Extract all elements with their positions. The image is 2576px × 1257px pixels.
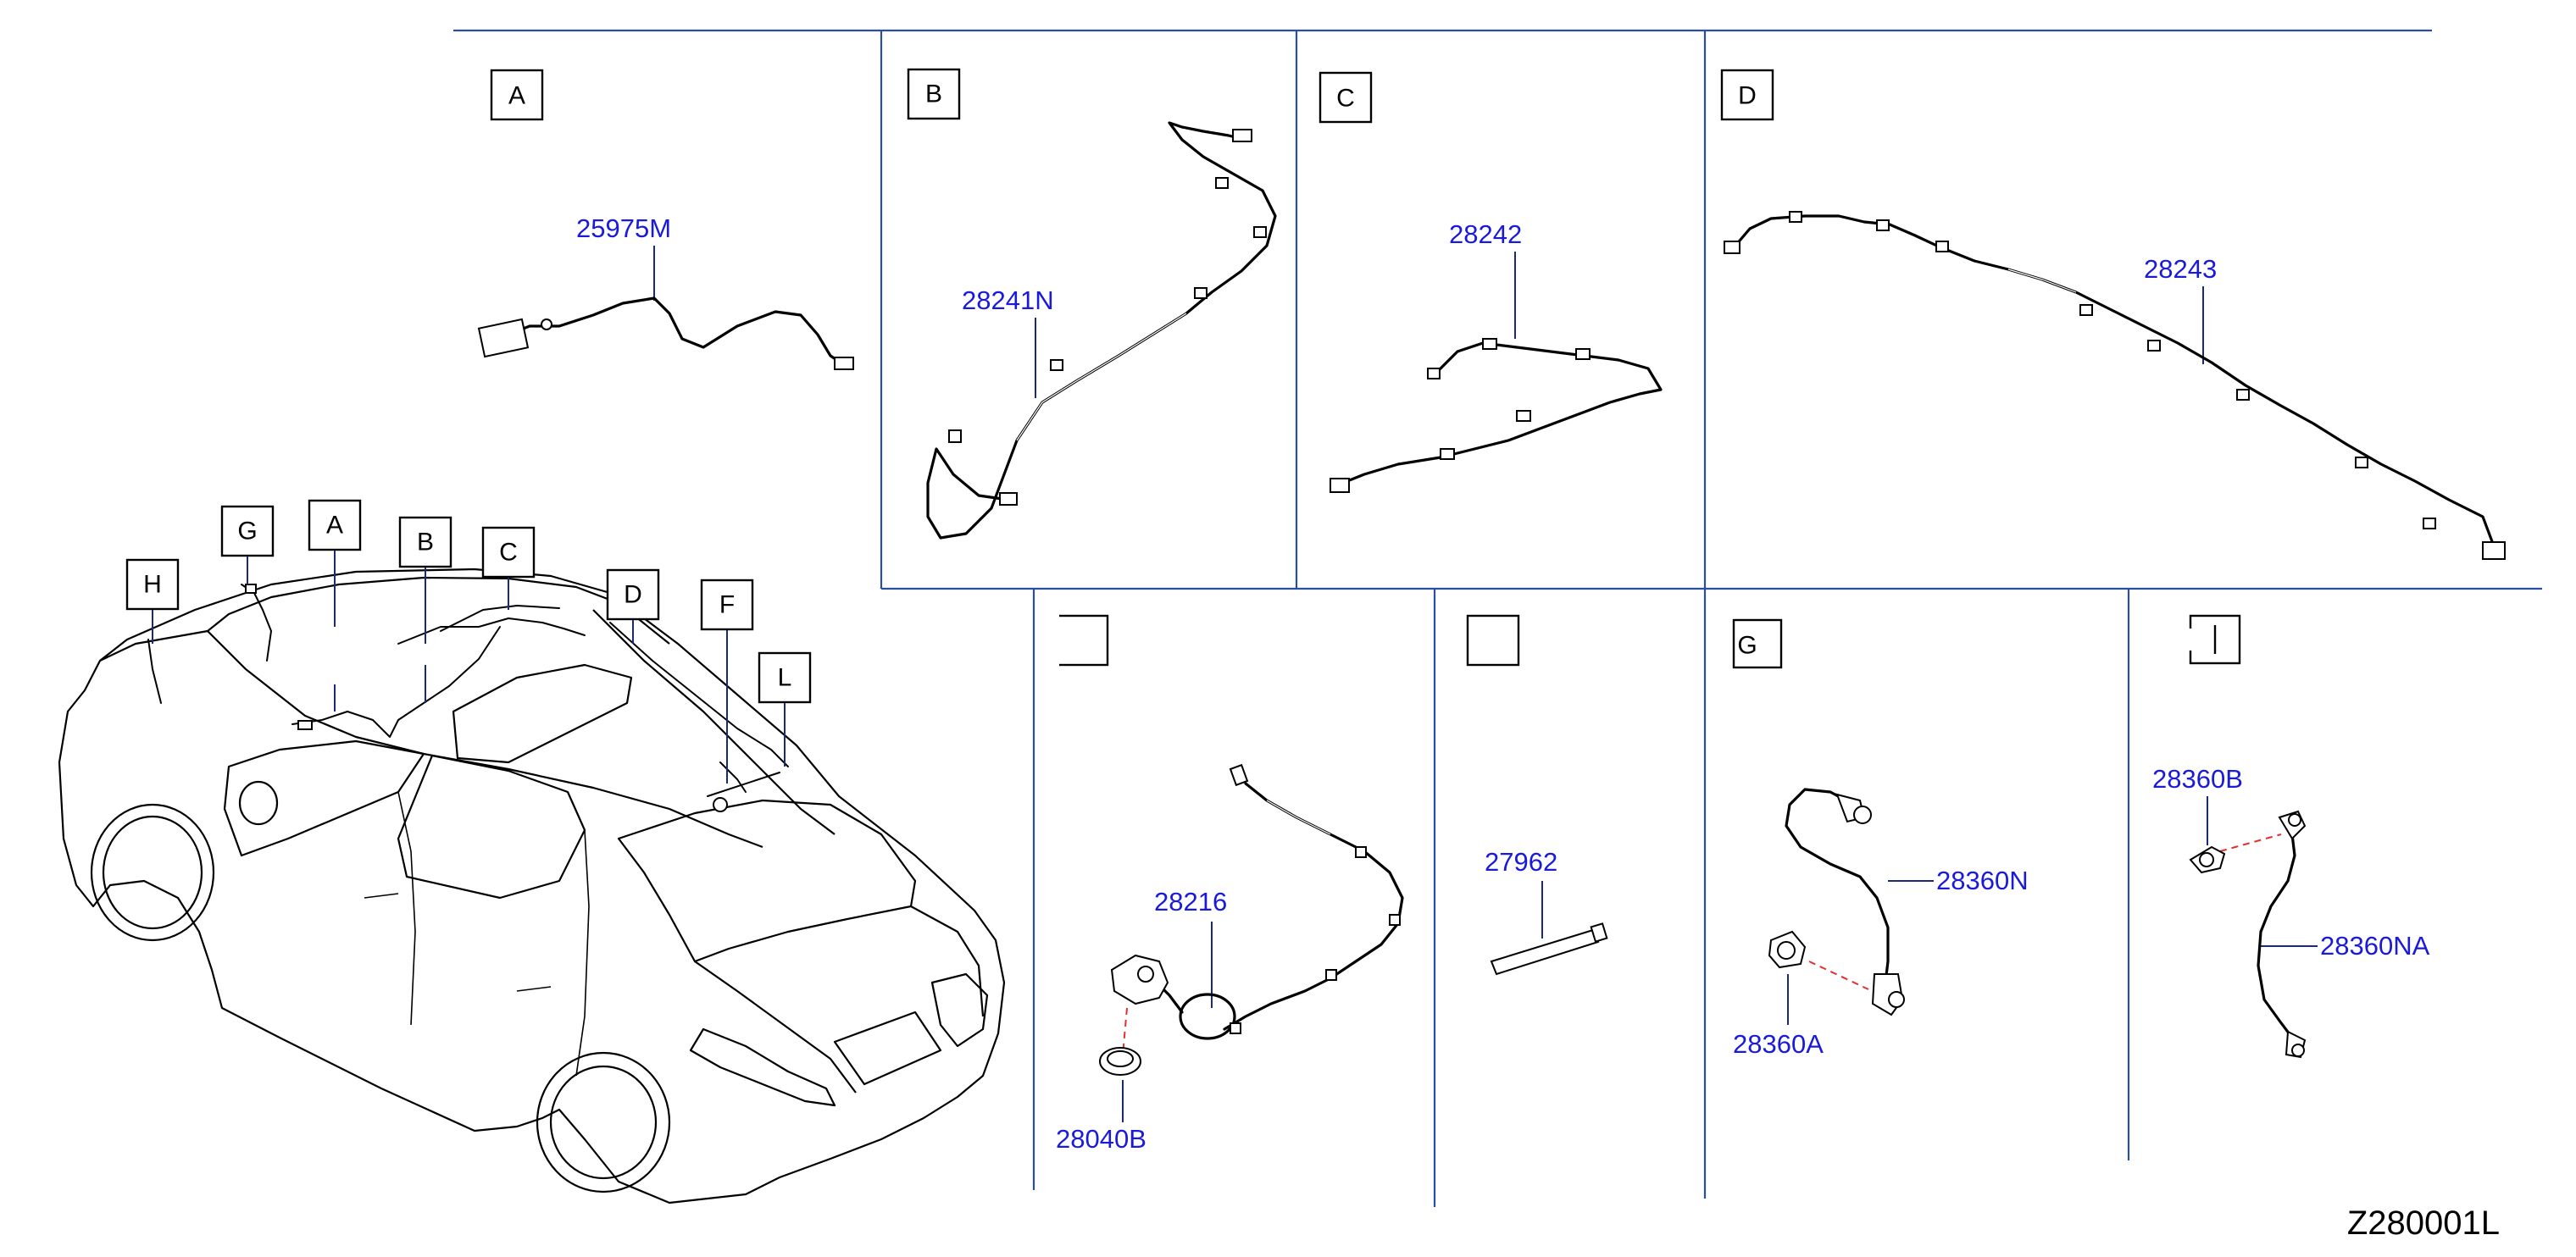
panel-b-label: B bbox=[925, 80, 942, 108]
antenna-cable-28216 bbox=[1151, 763, 1404, 1040]
callout-c: C bbox=[499, 539, 518, 567]
callout-a: A bbox=[326, 512, 343, 540]
bolt-28360a bbox=[1768, 930, 1807, 969]
panel-b: B 28241N bbox=[907, 68, 1277, 540]
part-number-28360n[interactable]: 28360N bbox=[1936, 866, 2029, 895]
ground-strap-28360na bbox=[2257, 810, 2307, 1059]
part-number-28216[interactable]: 28216 bbox=[1154, 887, 1227, 916]
part-number-28243[interactable]: 28243 bbox=[2144, 254, 2217, 284]
antenna-rod-27962 bbox=[1490, 922, 1608, 976]
panel-a: A 25975M bbox=[477, 69, 854, 370]
wire-harness-28242 bbox=[1330, 338, 1663, 493]
wire-harness-28243 bbox=[1724, 211, 2506, 560]
part-number-28040b[interactable]: 28040B bbox=[1056, 1124, 1146, 1154]
callout-d: D bbox=[624, 581, 642, 609]
callout-l: L bbox=[778, 664, 792, 692]
panel-frame bbox=[453, 29, 2542, 1207]
callout-h: H bbox=[143, 571, 162, 599]
part-number-28360na[interactable]: 28360NA bbox=[2320, 931, 2430, 961]
part-number-25975m[interactable]: 25975M bbox=[576, 213, 671, 243]
panel-a-label: A bbox=[508, 82, 525, 110]
callout-f: F bbox=[719, 591, 735, 619]
callout-g: G bbox=[237, 518, 257, 545]
part-number-28360a[interactable]: 28360A bbox=[1733, 1029, 1824, 1059]
figure-id: Z280001L bbox=[2347, 1204, 2500, 1242]
part-number-28242[interactable]: 28242 bbox=[1449, 219, 1522, 249]
panel-e: 28216 28040B bbox=[1047, 612, 1404, 1154]
bolt-28360b bbox=[2189, 845, 2226, 874]
part-number-28360b[interactable]: 28360B bbox=[2152, 764, 2243, 794]
panel-h: 28360B 28360NA bbox=[2152, 614, 2430, 1059]
car-callouts: H G A B C D F L bbox=[125, 499, 812, 784]
part-number-27962[interactable]: 27962 bbox=[1485, 847, 1557, 877]
panel-c: C 28242 bbox=[1319, 71, 1663, 493]
vehicle-overview bbox=[58, 568, 1006, 1204]
grommet-28040b bbox=[1099, 1047, 1141, 1076]
antenna-base-28216 bbox=[1110, 954, 1169, 1005]
panel-g-label: G bbox=[1737, 632, 1757, 660]
panel-g: G 28360N 28360A bbox=[1732, 618, 2029, 1059]
wire-harness-25975m bbox=[477, 296, 854, 370]
wire-harness-28241n bbox=[926, 121, 1277, 540]
ground-strap-28360n bbox=[1785, 788, 1905, 1016]
panel-c-label: C bbox=[1336, 85, 1355, 113]
panel-d-label: D bbox=[1738, 82, 1757, 110]
panel-f: 27962 bbox=[1466, 614, 1608, 976]
panel-d: D 28243 bbox=[1720, 69, 2506, 560]
part-number-28241n[interactable]: 28241N bbox=[962, 285, 1054, 315]
callout-b: B bbox=[417, 529, 434, 557]
